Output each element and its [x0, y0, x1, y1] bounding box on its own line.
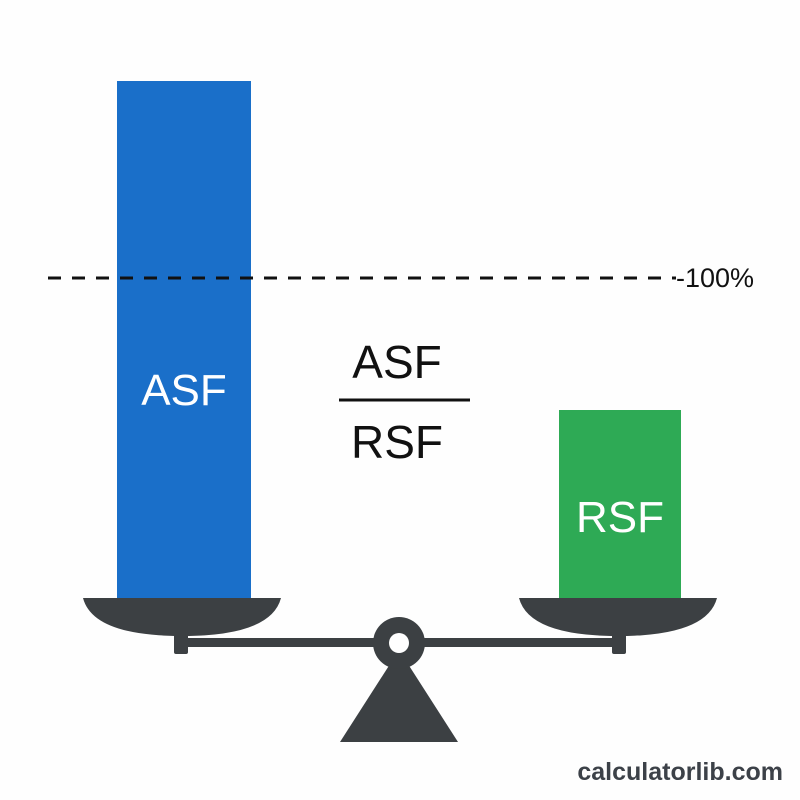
- rsf-bar: [559, 410, 681, 598]
- left-hanger: [174, 632, 188, 654]
- right-hanger: [612, 632, 626, 654]
- right-pan: [519, 598, 717, 636]
- fraction-numerator: ASF: [352, 336, 441, 388]
- reference-line-label: -100%: [676, 263, 754, 293]
- rsf-bar-label: RSF: [576, 493, 664, 542]
- scale-pivot-hole: [389, 633, 409, 653]
- scale-base: [340, 650, 458, 742]
- asf-bar-label: ASF: [141, 366, 227, 415]
- watermark-text: calculatorlib.com: [577, 758, 783, 786]
- balance-scale: [83, 598, 717, 742]
- left-pan: [83, 598, 281, 636]
- asf-bar: [117, 81, 251, 598]
- fraction-denominator: RSF: [351, 416, 443, 468]
